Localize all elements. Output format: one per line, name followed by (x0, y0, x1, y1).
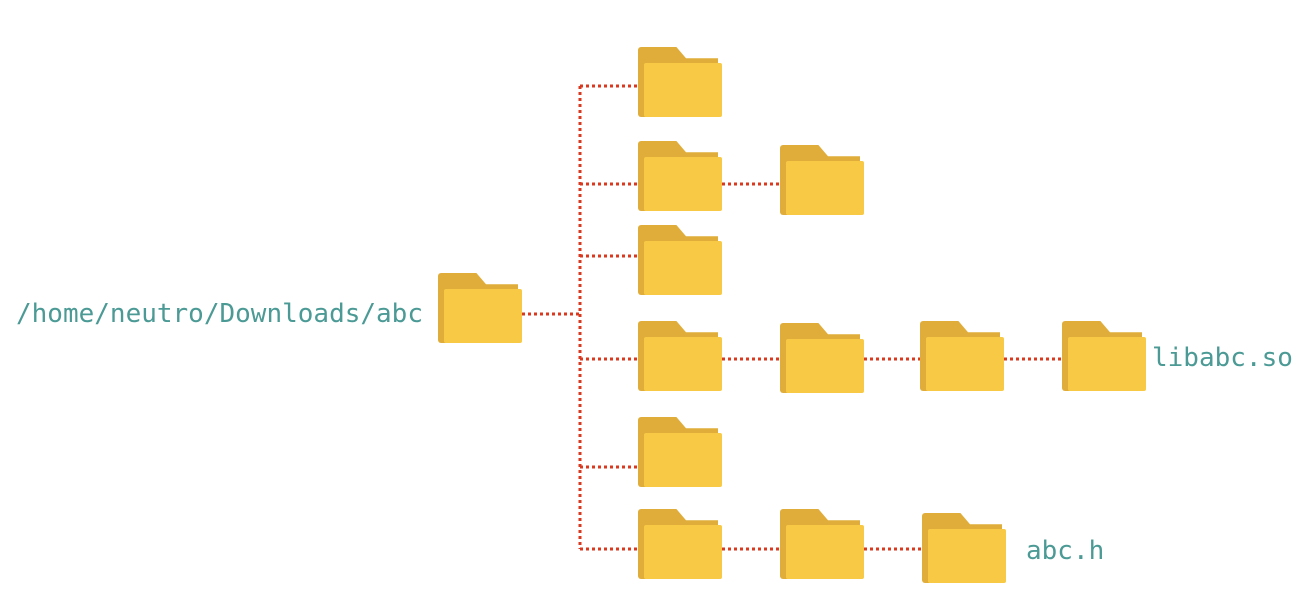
folder-icon[interactable] (1062, 321, 1148, 395)
root-path-label: /home/neutro/Downloads/abc (16, 299, 423, 329)
folder-icon[interactable] (780, 145, 866, 219)
folder-icon[interactable] (780, 323, 866, 397)
folder-icon[interactable] (922, 513, 1008, 587)
folder-icon[interactable] (638, 509, 724, 583)
folder-icon[interactable] (638, 47, 724, 121)
folder-icon[interactable] (780, 509, 866, 583)
folder-icon[interactable] (638, 417, 724, 491)
folder-icon[interactable] (638, 141, 724, 215)
folder-icon[interactable] (638, 225, 724, 299)
library-file-label: libabc.so (1152, 343, 1293, 373)
folder-icon[interactable] (638, 321, 724, 395)
folder-icon[interactable] (438, 273, 524, 347)
header-file-label: abc.h (1026, 536, 1105, 566)
folder-icon[interactable] (920, 321, 1006, 395)
